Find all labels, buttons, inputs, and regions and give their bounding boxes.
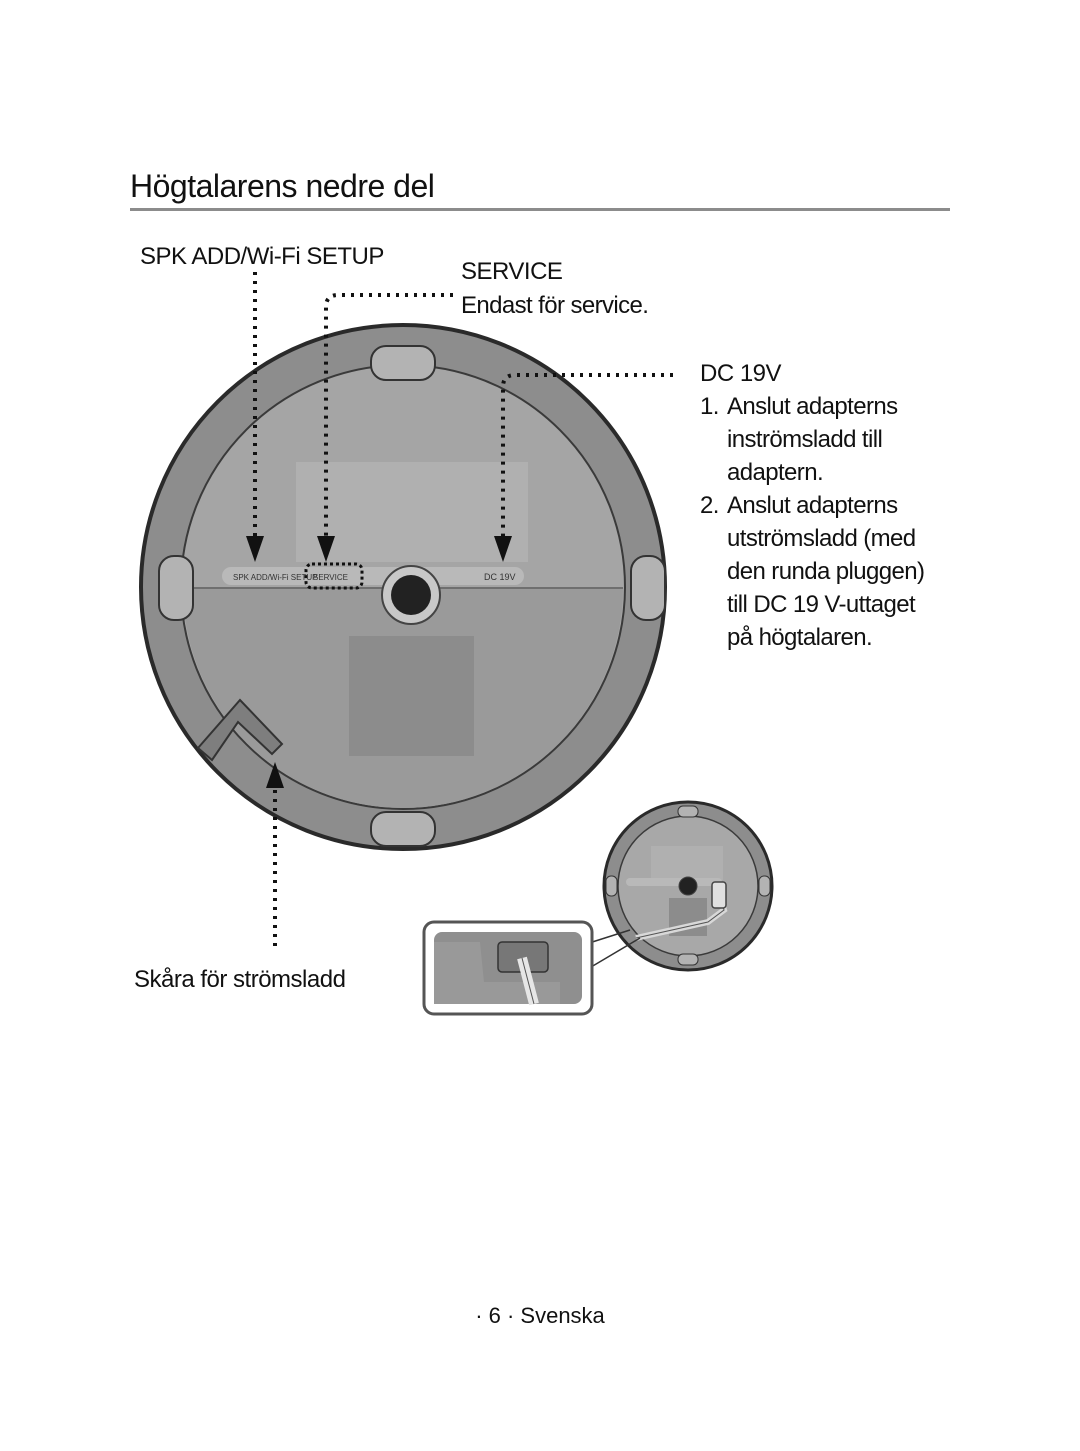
step-line: inströmsladd till: [727, 426, 883, 453]
step-number: 2.: [700, 492, 719, 519]
device-spk-label: SPK ADD/Wi-Fi SETUP: [233, 573, 317, 582]
speaker-base: [139, 323, 667, 851]
step-line: Anslut adapterns: [727, 393, 898, 420]
step-number: 1.: [700, 393, 719, 420]
dc-step: 1. Anslut adapterns inströmsladd till ad…: [700, 390, 960, 489]
service-heading: SERVICE: [461, 258, 563, 285]
device-service-label: SERVICE: [313, 573, 348, 582]
step-line: till DC 19 V-uttaget: [727, 591, 916, 618]
service-button-highlight: [304, 562, 364, 590]
arrow-down-icon: [494, 536, 512, 562]
zoom-callout: [422, 920, 594, 1016]
step-line: utströmsladd (med: [727, 525, 916, 552]
arrow-up-icon: [266, 762, 284, 788]
arrow-heads: [246, 536, 512, 788]
page-title: Högtalarens nedre del: [130, 168, 435, 204]
inset-speaker: [602, 800, 774, 972]
arrow-down-icon: [246, 536, 264, 562]
spk-add-label: SPK ADD/Wi-Fi SETUP: [140, 243, 384, 270]
title-divider: [130, 208, 950, 211]
step-line: på högtalaren.: [727, 624, 873, 651]
step-line: adaptern.: [727, 459, 824, 486]
dc-step: 2. Anslut adapterns utströmsladd (med de…: [700, 489, 960, 654]
step-line: Anslut adapterns: [727, 492, 898, 519]
dc-heading: DC 19V: [700, 360, 782, 387]
leader-lines: [253, 272, 673, 952]
service-description: Endast för service.: [461, 292, 649, 319]
page-footer: · 6 · Svenska: [475, 1303, 605, 1328]
arrow-down-icon: [317, 536, 335, 562]
dc-steps-list: 1. Anslut adapterns inströmsladd till ad…: [700, 390, 960, 654]
device-dc-label: DC 19V: [484, 572, 516, 582]
cord-slot-label: Skåra för strömsladd: [134, 966, 346, 993]
step-line: den runda pluggen): [727, 558, 925, 585]
